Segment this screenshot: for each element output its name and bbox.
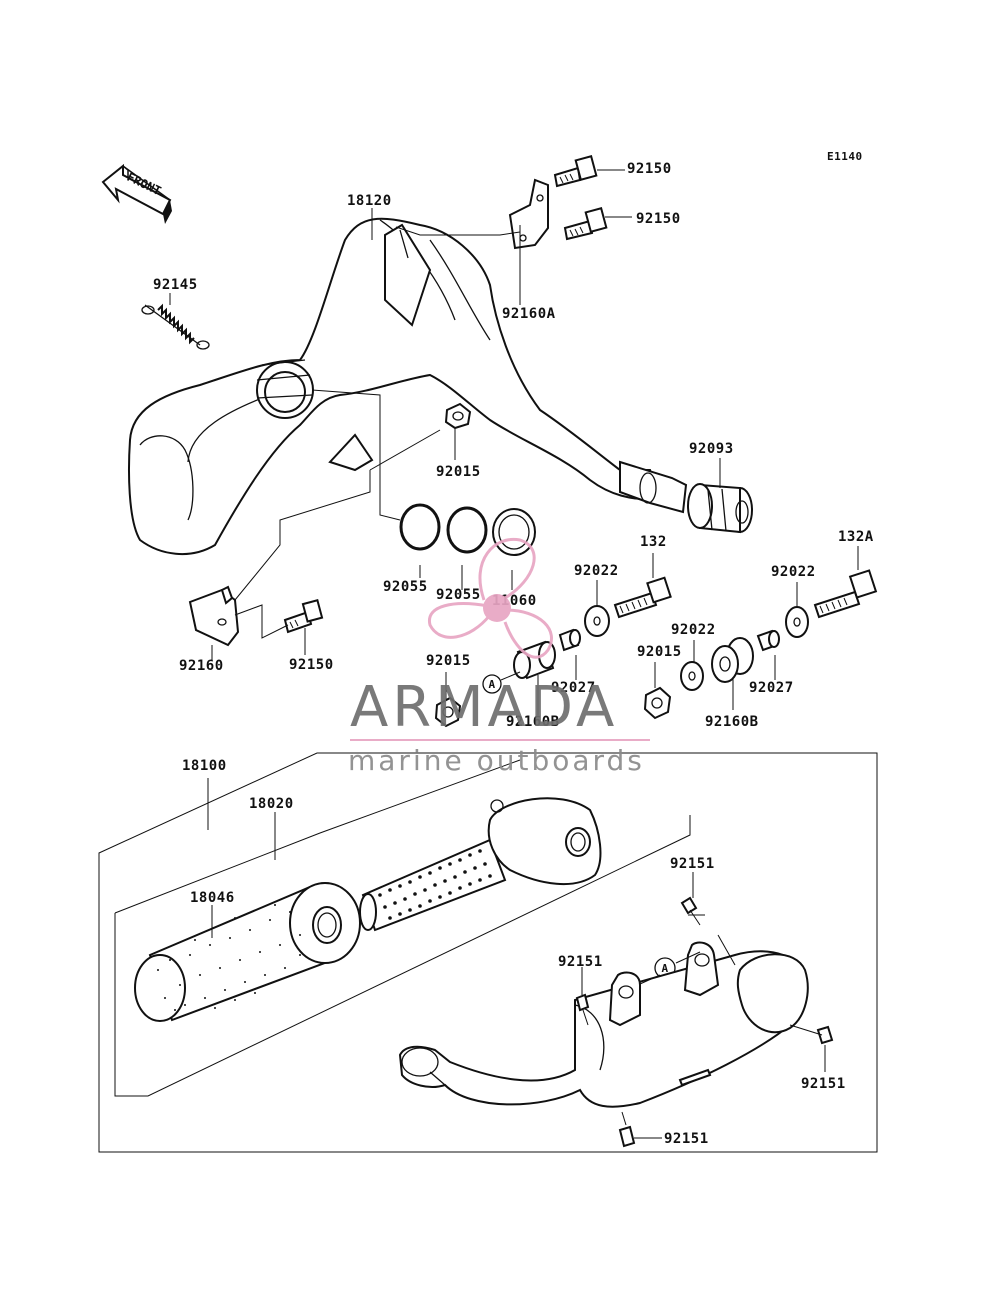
spring-92145: [141, 303, 210, 350]
label-92151-bottom: 92151: [664, 1131, 709, 1147]
washer-92022-b: [785, 606, 809, 638]
label-92022-c: 92022: [671, 622, 716, 638]
label-132: 132: [640, 534, 667, 550]
label-92151-right: 92151: [801, 1076, 846, 1092]
packing-18046: [134, 882, 361, 1022]
leader-lines-upper: [169, 169, 859, 715]
leader-lines-lower: [211, 872, 826, 1139]
label-92150-mid: 92150: [636, 211, 681, 227]
label-132A: 132A: [838, 529, 874, 545]
nut-92015-left: [434, 696, 462, 728]
ring-11060: [492, 508, 536, 556]
grommet-92160B-left: [513, 640, 556, 680]
label-92027-right: 92027: [749, 680, 794, 696]
label-92160A: 92160A: [502, 306, 556, 322]
label-92145: 92145: [153, 277, 198, 293]
label-92160: 92160: [179, 658, 224, 674]
silencer-body: [398, 941, 809, 1108]
screw-92151-bottom: [618, 1111, 636, 1148]
bolt-92150-top: [553, 155, 598, 188]
inner-pipe-18020: [359, 797, 602, 932]
expansion-chamber: [128, 217, 688, 556]
packing-texture: [157, 904, 301, 1011]
label-18020: 18020: [249, 796, 294, 812]
o-ring-92055-a: [399, 503, 441, 551]
label-92160B-right: 92160B: [705, 714, 759, 730]
nut-92015-top: [444, 402, 472, 430]
collar-92027-right: [756, 629, 780, 652]
front-arrow-icon: FRONT: [101, 163, 172, 224]
label-92151-left: 92151: [558, 954, 603, 970]
grommet-92160B-right: [711, 637, 754, 683]
label-92160B-left: 92160B: [506, 714, 560, 730]
bracket-92160A: [508, 178, 549, 250]
collar-92027-left: [558, 628, 581, 652]
label-92055-a: 92055: [383, 579, 428, 595]
callout-a-upper: A: [482, 674, 502, 694]
label-92015-top: 92015: [436, 464, 481, 480]
grommet-92093: [687, 483, 753, 534]
label-18100: 18100: [182, 758, 227, 774]
watermark-brand: ARMADA: [350, 675, 618, 740]
perforation-dots: [378, 849, 492, 920]
label-92150-top: 92150: [627, 161, 672, 177]
screw-92151-top: [680, 896, 705, 926]
bolt-132A: [813, 569, 878, 619]
label-92015-left: 92015: [426, 653, 471, 669]
label-92022-b: 92022: [771, 564, 816, 580]
label-18046: 18046: [190, 890, 235, 906]
diagram-code: E1140: [827, 150, 863, 163]
washer-92022-c: [680, 661, 704, 691]
screw-92151-right: [816, 1025, 834, 1045]
label-18120: 18120: [347, 193, 392, 209]
label-92055-b: 92055: [436, 587, 481, 603]
label-92015-right: 92015: [637, 644, 682, 660]
bolt-92150-mid: [563, 207, 608, 241]
label-92150-low: 92150: [289, 657, 334, 673]
propeller-icon: [428, 537, 553, 659]
bolt-132: [613, 576, 672, 619]
callout-a-upper-letter: A: [488, 678, 495, 691]
washer-92022-a: [584, 605, 610, 637]
watermark: ARMADA marine outboards: [348, 537, 650, 777]
callout-a-lower-letter: A: [661, 962, 668, 975]
screw-92151-left: [575, 993, 590, 1026]
label-92151-top: 92151: [670, 856, 715, 872]
label-92093: 92093: [689, 441, 734, 457]
nut-92015-right: [643, 686, 672, 720]
label-92027-left: 92027: [551, 680, 596, 696]
o-ring-92055-b: [446, 506, 488, 554]
muffler-assembly-frame: [98, 752, 878, 1153]
label-92022-a: 92022: [574, 563, 619, 579]
watermark-tagline: marine outboards: [348, 744, 645, 777]
bolt-92150-low: [283, 599, 324, 634]
bracket-92160: [188, 585, 240, 647]
